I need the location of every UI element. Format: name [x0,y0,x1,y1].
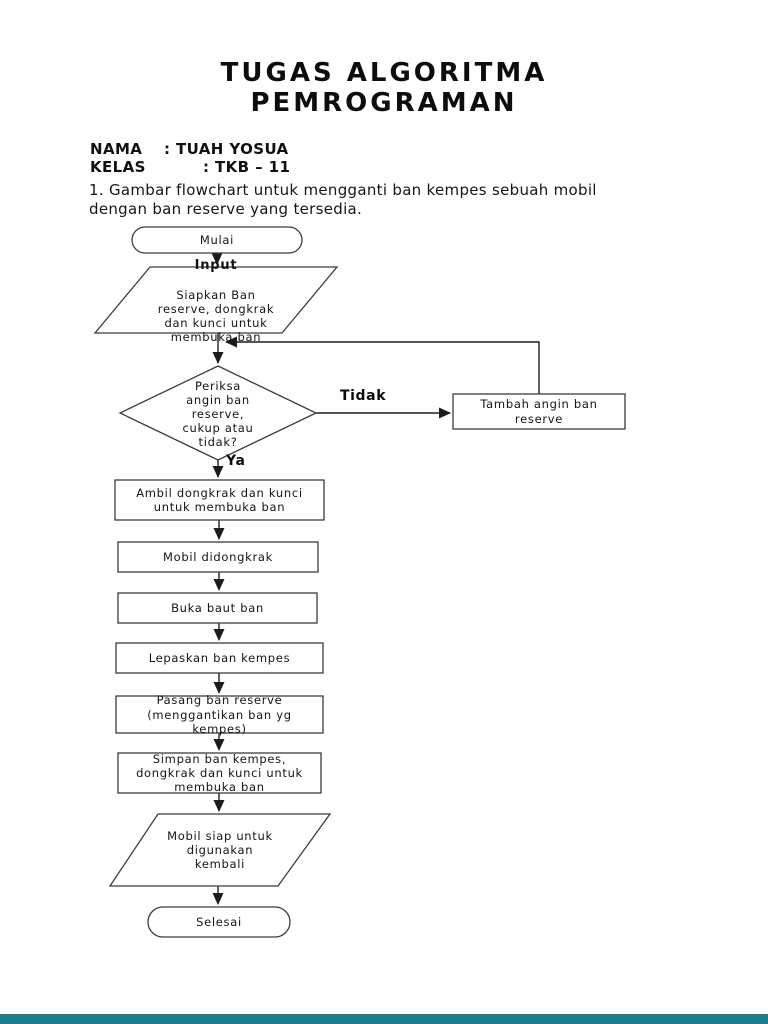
input-parallelogram-shape [93,266,339,334]
step5-node-label: Pasang ban reserve (menggantikan ban yg … [147,693,292,736]
step4-rect-shape [115,642,324,674]
add-air-node-label: Tambah angin ban reserve [480,397,598,426]
input-node-label: Input Siapkan Ban reserve, dongkrak dan … [110,258,322,344]
step4-node-label: Lepaskan ban kempes [148,650,291,665]
task-statement: 1. Gambar flowchart untuk mengganti ban … [89,181,597,218]
field-label-nama: NAMA [90,140,143,158]
end-terminator-label: Selesai [196,914,242,929]
footer-bar [0,1014,768,1024]
decision-node-label: Periksa angin ban reserve, cukup atau ti… [182,378,254,450]
page-title: TUGAS ALGORITMA PEMROGRAMAN [220,58,548,118]
step1-node-label: Ambil dongkrak dan kunci untuk membuka b… [136,485,303,514]
start-terminator-label: Mulai [199,232,235,247]
field-label-kelas: KELAS [90,158,146,176]
step6-rect-shape [117,752,322,794]
step3-rect-shape [117,592,318,624]
arrow-addair-feedback [225,336,540,394]
branch-tidak-label: Tidak [340,388,387,404]
output-node-label: Mobil siap untuk digunakan kembali [167,828,273,871]
field-row-kelas: KELAS : TKB – 11 [90,158,290,176]
step5-rect-shape [115,695,324,734]
end-terminator-shape [147,906,291,938]
branch-ya-label: Ya [226,453,246,469]
input-node-title: Input [194,258,238,274]
add-air-rect-shape [452,393,626,430]
step2-rect-shape [117,541,319,573]
identity-fields: NAMA : TUAH YOSUA KELAS : TKB – 11 [90,140,290,176]
step6-node-label: Simpan ban kempes, dongkrak dan kunci un… [136,751,303,795]
input-node-body: Siapkan Ban reserve, dongkrak dan kunci … [157,287,275,344]
output-parallelogram-shape [108,813,332,887]
field-row-nama: NAMA : TUAH YOSUA [90,140,290,158]
step1-rect-shape [114,479,325,521]
field-value-kelas: : TKB – 11 [203,158,291,176]
step2-node-label: Mobil didongkrak [162,549,274,564]
step3-node-label: Buka baut ban [171,600,264,615]
decision-diamond-shape [118,365,318,461]
field-value-nama: : TUAH YOSUA [164,140,289,158]
start-terminator-shape [131,226,303,254]
